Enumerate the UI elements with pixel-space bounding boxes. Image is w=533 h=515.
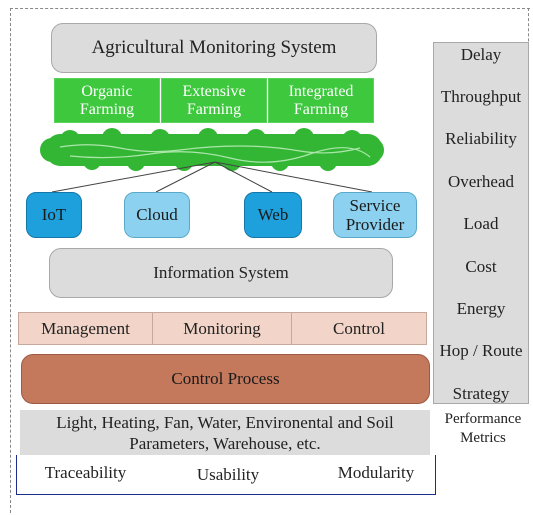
cloud-band: [40, 128, 384, 171]
node-cloud: Cloud: [124, 192, 190, 238]
performance-metrics-panel: [433, 42, 529, 404]
feature-label: Modularity: [337, 463, 415, 482]
node-label: IoT: [41, 205, 67, 224]
feature-label: Usability: [196, 465, 260, 484]
farming-label-line2: Farming: [79, 100, 135, 118]
outer-frame-left: [10, 8, 11, 513]
feature-traceability: Traceability: [28, 460, 143, 486]
metric-label: Reliability: [445, 129, 517, 148]
feature-usability: Usability: [178, 462, 278, 488]
information-system-box: Information System: [49, 248, 393, 298]
feature-label: Traceability: [44, 463, 127, 482]
feature-modularity: Modularity: [326, 460, 426, 486]
caption-line1: Performance: [444, 411, 522, 427]
metric-throughput: Throughput: [433, 82, 529, 112]
metric-cost: Cost: [433, 252, 529, 282]
metric-label: Hop / Route: [439, 341, 523, 360]
management-label: Management: [41, 318, 130, 338]
performance-metrics-caption: Performance Metrics: [433, 409, 533, 449]
control-cell: Control: [291, 312, 427, 345]
control-process-label: Control Process: [171, 369, 280, 388]
system-title-box: Agricultural Monitoring System: [51, 23, 377, 73]
metric-label: Throughput: [440, 87, 522, 106]
parameters-box: Light, Heating, Fan, Water, Environental…: [20, 410, 430, 455]
metric-label: Load: [463, 214, 499, 233]
features-bracket: [16, 455, 436, 495]
node-label-line2: Provider: [345, 215, 405, 234]
node-label-line1: Service: [349, 196, 401, 215]
metric-label: Cost: [465, 257, 497, 276]
control-label: Control: [333, 318, 385, 338]
monitoring-cell: Monitoring: [152, 312, 292, 345]
monitoring-label: Monitoring: [183, 318, 261, 338]
node-label: Cloud: [136, 205, 178, 224]
node-label: Web: [257, 205, 289, 224]
metric-reliability: Reliability: [433, 124, 529, 154]
control-process-box: Control Process: [21, 354, 430, 404]
connector-lines: [51, 161, 373, 193]
farming-label-line1: Extensive: [182, 82, 246, 100]
metric-energy: Energy: [433, 294, 529, 324]
information-system-label: Information System: [153, 263, 289, 282]
metric-label: Energy: [456, 299, 506, 318]
management-cell: Management: [18, 312, 153, 345]
metric-delay: Delay: [433, 40, 529, 70]
system-title: Agricultural Monitoring System: [91, 37, 337, 58]
parameters-line1: Light, Heating, Fan, Water, Environental…: [56, 412, 394, 432]
metric-label: Strategy: [452, 384, 510, 403]
metric-label: Delay: [460, 45, 502, 64]
farming-label-line1: Integrated: [288, 82, 354, 100]
metric-hop-route: Hop / Route: [433, 336, 529, 366]
metric-load: Load: [433, 209, 529, 239]
node-iot: IoT: [26, 192, 82, 238]
parameters-line2: Parameters, Warehouse, etc.: [129, 433, 321, 453]
farming-label-line1: Organic: [81, 82, 133, 100]
metric-overhead: Overhead: [433, 167, 529, 197]
farming-label-line2: Farming: [186, 100, 242, 118]
farming-label-line2: Farming: [293, 100, 349, 118]
node-web: Web: [244, 192, 302, 238]
metric-label: Overhead: [447, 172, 515, 191]
caption-line2: Metrics: [460, 430, 506, 446]
outer-frame-top: [10, 8, 530, 9]
metric-strategy: Strategy: [433, 379, 529, 409]
